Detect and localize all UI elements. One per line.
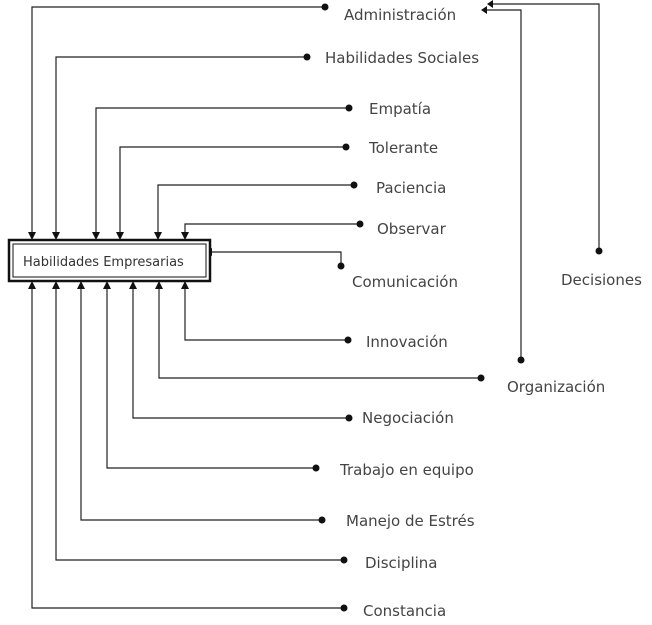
arrow-icon xyxy=(103,281,111,289)
dot-negociacion xyxy=(345,414,353,422)
connector-constancia xyxy=(31,285,344,609)
arrow-icon xyxy=(28,281,36,289)
label-empatia: Empatía xyxy=(369,100,431,118)
connector-observar xyxy=(184,223,360,236)
connector-tolerante xyxy=(119,146,346,236)
dot-tolerante xyxy=(342,143,350,151)
label-observar: Observar xyxy=(377,220,447,238)
dot-observar xyxy=(356,220,364,228)
arrow-icon xyxy=(181,232,189,240)
label-decisiones: Decisiones xyxy=(561,271,642,289)
label-disciplina: Disciplina xyxy=(365,554,438,572)
arrow-icon xyxy=(116,232,124,240)
label-constancia: Constancia xyxy=(363,602,446,620)
arrow-icon xyxy=(481,6,487,14)
arrow-icon xyxy=(487,0,493,8)
dot-administracion xyxy=(321,3,329,11)
arrow-icon xyxy=(154,232,162,240)
connector-organizacion-admin xyxy=(487,9,522,360)
label-negociacion: Negociación xyxy=(362,409,454,427)
arrow-icon xyxy=(181,281,189,289)
connector-paciencia xyxy=(157,184,354,236)
dot-manejo-de-estres xyxy=(318,516,326,524)
dot-organizacion xyxy=(477,374,485,382)
connector-negociacion xyxy=(132,285,349,419)
dot-empatia xyxy=(345,104,353,112)
dot-disciplina xyxy=(340,556,348,564)
connector-innovacion xyxy=(184,285,348,341)
dot-paciencia xyxy=(350,181,358,189)
label-trabajo-en-equipo: Trabajo en equipo xyxy=(339,461,474,479)
skill-labels: Administración Habilidades Sociales Empa… xyxy=(325,6,642,620)
arrow-icon xyxy=(52,232,60,240)
dot-constancia xyxy=(340,604,348,612)
label-administracion: Administración xyxy=(344,6,456,24)
dot-habilidades-sociales xyxy=(303,53,311,61)
arrow-icon xyxy=(129,281,137,289)
center-box: Habilidades Empresarias xyxy=(7,238,212,283)
connectors-bottom xyxy=(31,285,481,609)
dot-trabajo-en-equipo xyxy=(312,464,320,472)
arrow-icon xyxy=(28,232,36,240)
label-innovacion: Innovación xyxy=(366,333,448,351)
connector-administracion xyxy=(31,6,325,236)
connectors-top xyxy=(31,6,360,236)
connector-trabajo-en-equipo xyxy=(106,285,316,469)
arrow-icon xyxy=(77,281,85,289)
endpoint-dots xyxy=(303,3,603,612)
connector-empatia xyxy=(95,107,349,236)
connector-manejo-de-estres xyxy=(80,285,322,521)
dot-decisiones xyxy=(595,247,603,255)
dot-organizacion-admin xyxy=(517,356,525,364)
connector-decisiones-admin xyxy=(493,3,600,251)
dot-comunicacion xyxy=(337,262,345,270)
dot-innovacion xyxy=(344,336,352,344)
arrow-icon xyxy=(155,281,163,289)
label-manejo-de-estres: Manejo de Estrés xyxy=(346,512,475,530)
label-habilidades-sociales: Habilidades Sociales xyxy=(325,49,479,67)
label-organizacion: Organización xyxy=(507,378,605,396)
arrow-icon xyxy=(92,232,100,240)
arrowheads xyxy=(28,0,493,289)
arrow-icon xyxy=(52,281,60,289)
label-tolerante: Tolerante xyxy=(368,139,438,157)
connector-habilidades-sociales xyxy=(55,56,307,236)
center-label: Habilidades Empresarias xyxy=(23,255,184,270)
label-comunicacion: Comunicación xyxy=(352,273,458,291)
connector-organizacion xyxy=(158,285,481,379)
label-paciencia: Paciencia xyxy=(376,179,446,197)
connector-disciplina xyxy=(55,285,344,561)
connector-comunicacion xyxy=(212,251,342,266)
